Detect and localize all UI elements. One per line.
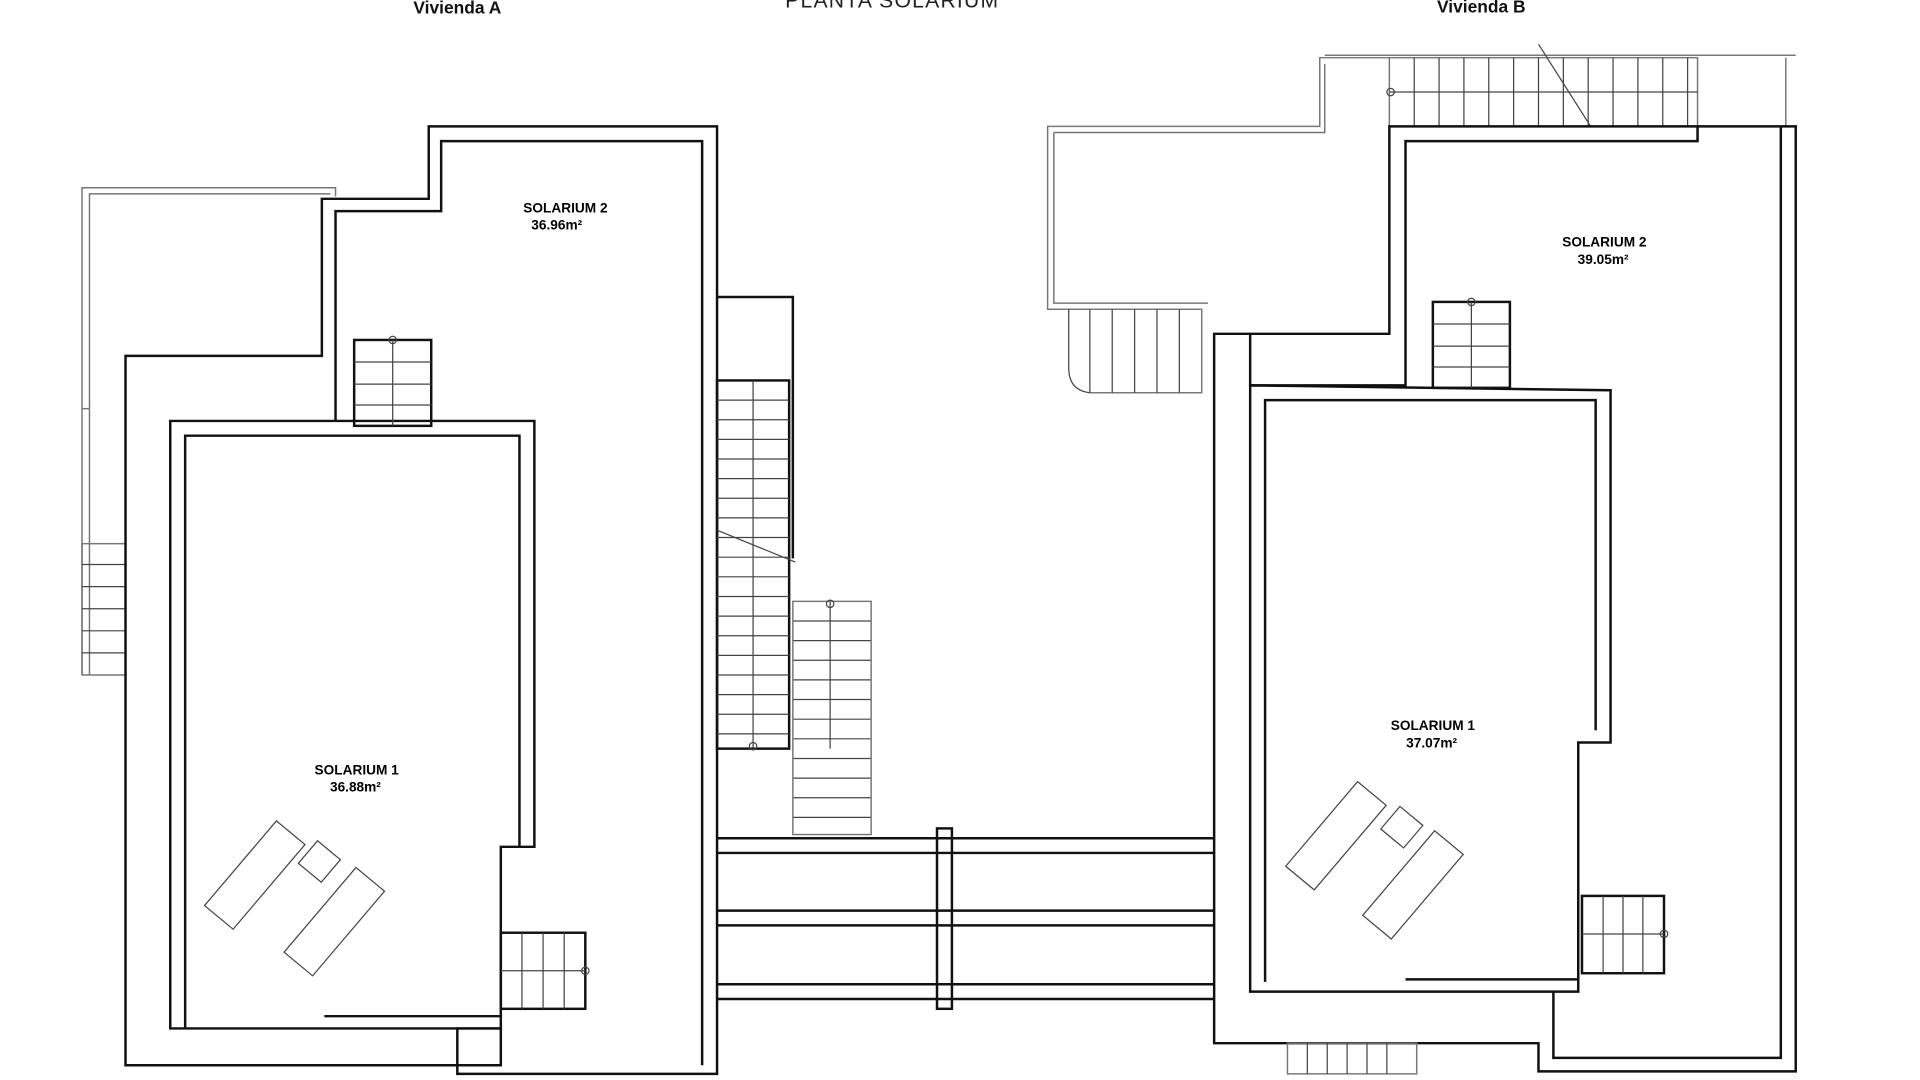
house-a-label: Vivienda A xyxy=(413,0,501,17)
room-area: 36.96m² xyxy=(531,218,582,233)
stairs-b-bottom xyxy=(1580,894,1669,975)
solarium-1-b-walls xyxy=(1248,384,1612,993)
bridge xyxy=(717,827,1215,1011)
room-label: SOLARIUM 2 xyxy=(523,200,608,215)
stairs-b-mid xyxy=(1431,297,1512,390)
terrace-stairs-b xyxy=(1068,309,1180,394)
house-a: SOLARIUM 2 36.96m² SOLARIUM 1 36.88m² xyxy=(81,125,719,1076)
house-b-label: Vivienda B xyxy=(1437,0,1526,16)
plan-title: PLANTA SOLARIUM xyxy=(785,0,999,12)
room-label: SOLARIUM 2 xyxy=(1562,235,1647,250)
sunloungers-a xyxy=(203,820,386,977)
bottom-steps-b xyxy=(1286,1042,1418,1075)
room-label: SOLARIUM 1 xyxy=(315,762,400,777)
room-area: 39.05m² xyxy=(1578,252,1629,267)
room-label: SOLARIUM 1 xyxy=(1391,718,1476,733)
room-area: 36.88m² xyxy=(330,780,381,795)
solarium-1-a-walls xyxy=(169,419,536,1030)
sunloungers-b xyxy=(1284,780,1465,940)
stairs-b-top xyxy=(1386,43,1787,128)
terrace-stairs-a xyxy=(81,542,127,676)
stairs-a-top xyxy=(352,335,433,428)
stairs-a-bottom xyxy=(499,931,590,1011)
house-b: SOLARIUM 2 39.05m² SOLARIUM 1 37.07m² xyxy=(1046,43,1797,1075)
central-stairs xyxy=(715,295,872,836)
room-area: 37.07m² xyxy=(1406,735,1457,750)
